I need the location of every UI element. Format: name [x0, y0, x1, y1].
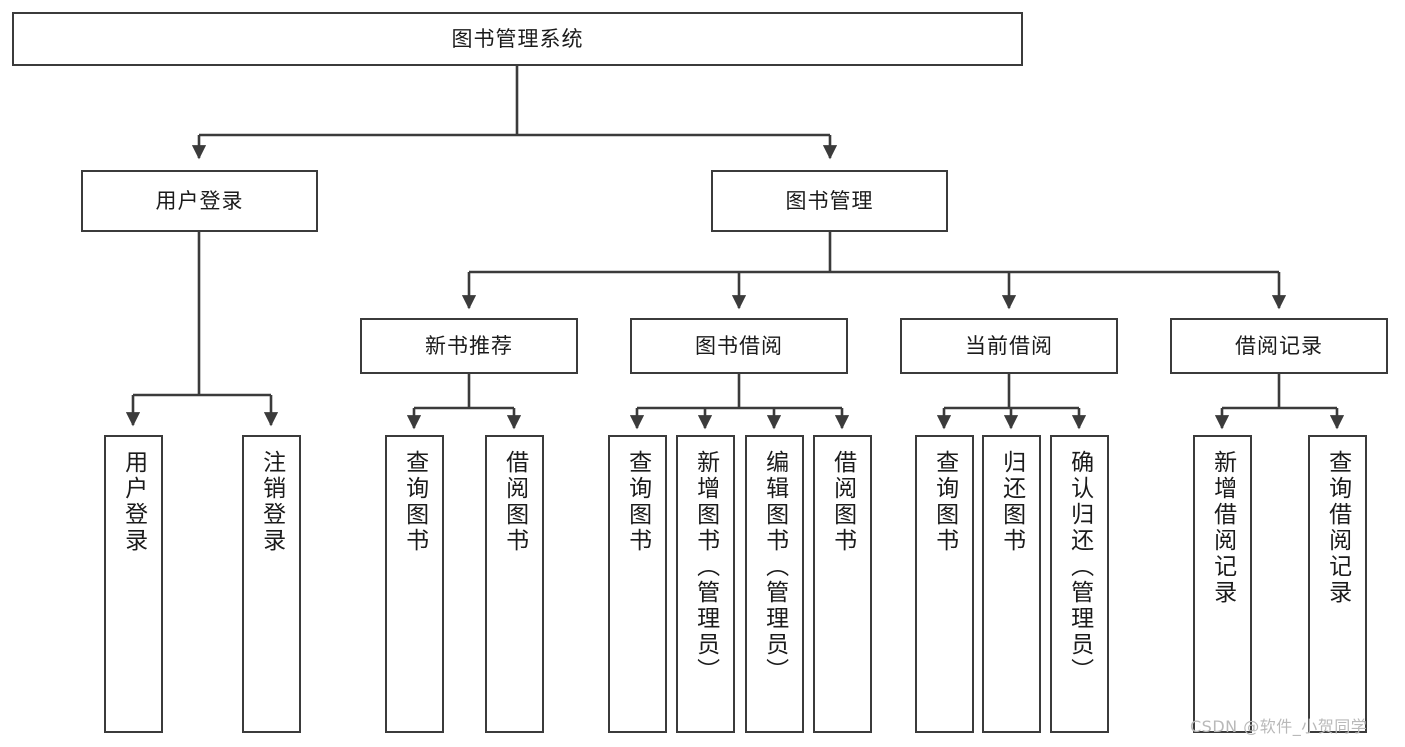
node-label: 查询图书	[624, 450, 651, 554]
node-label: 查询图书	[401, 450, 428, 554]
node-label: 图书借阅	[695, 333, 783, 358]
leaf-user-login[interactable]: 用户登录	[104, 435, 163, 733]
node-user-login[interactable]: 用户登录	[81, 170, 318, 232]
leaf-recommend-query-book[interactable]: 查询图书	[385, 435, 444, 733]
node-current-borrow[interactable]: 当前借阅	[900, 318, 1118, 374]
leaf-user-logout[interactable]: 注销登录	[242, 435, 301, 733]
node-label: 注销登录	[258, 450, 285, 554]
node-label: 图书管理系统	[451, 26, 584, 51]
node-label: 查询借阅记录	[1324, 450, 1351, 606]
leaf-record-query-borrow-record[interactable]: 查询借阅记录	[1308, 435, 1367, 733]
leaf-borrow-query-book[interactable]: 查询图书	[608, 435, 667, 733]
node-label: 归还图书	[998, 450, 1025, 554]
node-book-borrow[interactable]: 图书借阅	[630, 318, 848, 374]
node-label: 借阅记录	[1235, 333, 1323, 358]
node-label: 新书推荐	[425, 333, 513, 358]
leaf-current-confirm-return-admin[interactable]: 确认归还（管理员）	[1050, 435, 1109, 733]
leaf-current-query-book[interactable]: 查询图书	[915, 435, 974, 733]
leaf-current-return-book[interactable]: 归还图书	[982, 435, 1041, 733]
node-book-management[interactable]: 图书管理	[711, 170, 948, 232]
node-label: 借阅图书	[829, 450, 856, 554]
node-label: 借阅图书	[501, 450, 528, 554]
node-label: 用户登录	[155, 188, 244, 213]
node-root-book-management-system[interactable]: 图书管理系统	[12, 12, 1023, 66]
node-label: 图书管理	[785, 188, 874, 213]
leaf-borrow-add-book-admin[interactable]: 新增图书（管理员）	[676, 435, 735, 733]
node-label: 用户登录	[120, 450, 147, 554]
leaf-borrow-edit-book-admin[interactable]: 编辑图书（管理员）	[745, 435, 804, 733]
leaf-recommend-borrow-book[interactable]: 借阅图书	[485, 435, 544, 733]
node-label: 当前借阅	[965, 333, 1053, 358]
node-label: 确认归还（管理员）	[1066, 450, 1093, 684]
leaf-record-add-borrow-record[interactable]: 新增借阅记录	[1193, 435, 1252, 733]
node-new-book-recommend[interactable]: 新书推荐	[360, 318, 578, 374]
node-label: 查询图书	[931, 450, 958, 554]
node-label: 编辑图书（管理员）	[761, 450, 788, 684]
leaf-borrow-borrow-book[interactable]: 借阅图书	[813, 435, 872, 733]
csdn-watermark: CSDN @软件_小贺同学	[1190, 717, 1368, 736]
node-borrow-record[interactable]: 借阅记录	[1170, 318, 1388, 374]
node-label: 新增借阅记录	[1209, 450, 1236, 606]
node-label: 新增图书（管理员）	[692, 450, 719, 684]
